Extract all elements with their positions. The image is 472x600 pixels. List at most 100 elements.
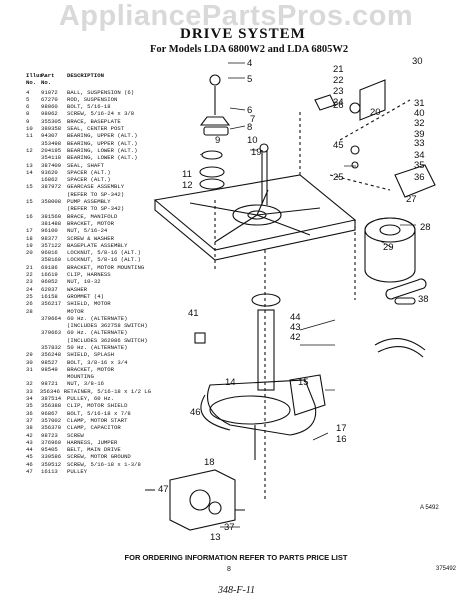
cell-part-no: 69186 [41, 263, 58, 271]
cell-illus-no: 47 [26, 468, 33, 476]
capacitor [385, 278, 427, 300]
cell-description: GROMMET (4) [67, 292, 104, 300]
cell-illus-no: 26 [26, 300, 33, 308]
cell-description: BEARING, UPPER (ALT.) [67, 139, 138, 147]
callout-32: 32 [414, 118, 425, 129]
page-number: 8 [227, 566, 231, 573]
cell-part-no: 95405 [41, 446, 58, 454]
cell-part-no: 353498 [41, 139, 62, 147]
cell-illus-no: 38 [26, 424, 33, 432]
cell-illus-no: 6 [26, 103, 30, 111]
cell-description: BRACKET, MOTOR MOUNTING [67, 263, 145, 271]
callout-35: 35 [414, 160, 425, 171]
gearcase-pulley [206, 379, 317, 436]
cell-part-no: 339586 [41, 453, 62, 461]
parts-table-header: Illus. No. Part No. DESCRIPTION [26, 72, 151, 87]
cell-description: NUT, 3/8-16 [67, 380, 104, 388]
motor-shaft-end [379, 224, 401, 236]
cell-part-no: 356217 [41, 300, 62, 308]
cell-illus-no: 22 [26, 271, 33, 279]
cell-description: SPACER (ALT.) [67, 176, 111, 184]
cell-illus-no: 29 [26, 351, 33, 359]
cell-description: LOCKNUT, 5/8-16 (ALT.) [67, 249, 141, 257]
cell-part-no: 91072 [41, 88, 58, 96]
cell-illus-no: 23 [26, 278, 33, 286]
cell-description: 60 Hz. (ALTERNATE) [67, 314, 128, 322]
screw-head [194, 332, 206, 344]
page-subtitle: For Models LDA 6800W2 and LDA 6805W2 [150, 44, 349, 55]
cell-description: SCREW [67, 431, 84, 439]
cell-description: CLIP, MOTOR SHIELD [67, 402, 128, 410]
handwritten-note: 348-F-11 [218, 585, 256, 596]
table-row: 353498 BEARING, UPPER (ALT.) [26, 140, 151, 147]
cell-illus-no: 11 [26, 132, 33, 140]
brace-plate [203, 126, 229, 136]
cell-description: PULLEY [67, 468, 88, 476]
cell-illus-no: 17 [26, 227, 33, 235]
cell-description: HARNESS, JUMPER [67, 438, 118, 446]
cell-description: (INCLUDES 362758 SWITCH) [67, 322, 148, 330]
cell-part-no: 356346 [39, 387, 60, 395]
table-row: (REFER TO SP-342) [26, 205, 151, 212]
cell-description: SEAL, SHAFT [67, 161, 104, 169]
drive-shaft [257, 309, 275, 391]
callout-25: 25 [333, 172, 344, 183]
callout-31: 31 [414, 98, 425, 109]
cell-description: NUT, 5/16-24 [67, 227, 108, 235]
cell-illus-no: 24 [26, 285, 33, 293]
callout-47: 47 [158, 484, 169, 495]
cell-part-no: 98549 [41, 365, 58, 373]
callout-40: 40 [414, 108, 425, 119]
spoke [214, 214, 258, 243]
cell-part-no: 93620 [41, 168, 58, 176]
cell-part-no: 62037 [41, 285, 58, 293]
callout-13: 13 [210, 532, 221, 543]
cell-part-no: 96016 [41, 249, 58, 257]
callout-38: 38 [418, 294, 429, 305]
callout-30: 30 [412, 56, 423, 67]
motor-shield [394, 164, 436, 198]
cell-part-no: 381488 [41, 219, 62, 227]
cell-illus-no: 20 [26, 249, 33, 257]
cell-part-no: 98377 [41, 234, 58, 242]
cell-description: BOLT, 5/16-18 [67, 103, 111, 111]
callout-43: 43 [290, 322, 301, 333]
cell-description: SCREW & WASHER [67, 234, 114, 242]
cell-description: MOUNTING [67, 373, 94, 381]
locknut [349, 102, 361, 114]
bearing-upper [199, 166, 225, 178]
cell-part-no: 204195 [41, 146, 62, 154]
baseplate-hub [232, 204, 282, 226]
cell-description: BALL, SUSPENSION (6) [67, 88, 135, 96]
cell-part-no: 387972 [41, 183, 62, 191]
cell-part-no: 354118 [41, 154, 62, 162]
pump-inset-hub [208, 501, 222, 515]
pump-assembly [289, 374, 326, 416]
callout-46: 46 [190, 407, 201, 418]
cell-part-no: 357002 [41, 416, 62, 424]
pump-inset [169, 469, 236, 531]
callout-37: 37 [224, 522, 235, 533]
callout-28: 28 [420, 222, 431, 233]
seal-center-post [201, 150, 223, 160]
cell-description: BELT, MAIN DRIVE [67, 446, 121, 454]
callout-21: 21 [333, 64, 344, 75]
cell-part-no: 381560 [41, 212, 62, 220]
